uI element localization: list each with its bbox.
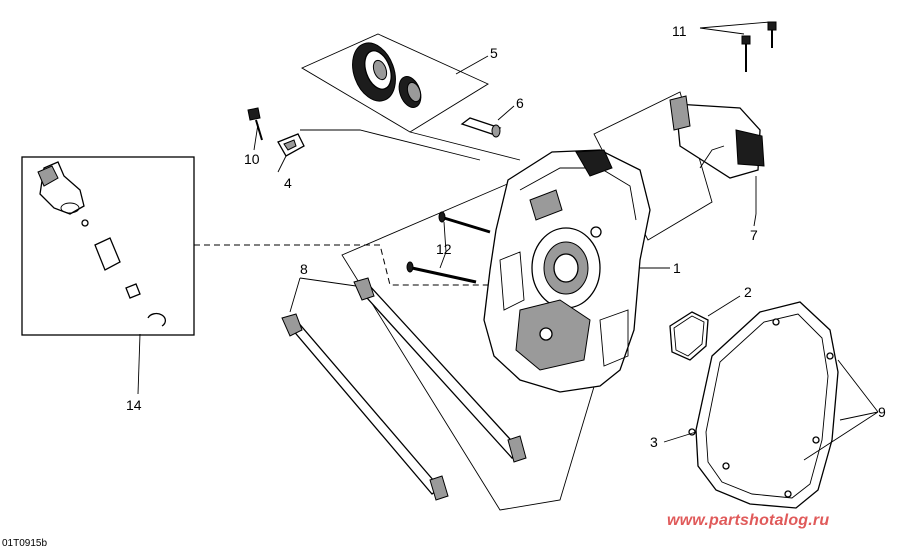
part-7-starter-motor: [669, 95, 765, 214]
callout-7: 7: [750, 227, 758, 243]
part-2-seal: [669, 311, 709, 361]
callout-3: 3: [650, 434, 658, 450]
callout-11: 11: [672, 23, 687, 39]
part-12-bolts: [406, 211, 491, 284]
callout-6: 6: [516, 95, 524, 111]
callout-12: 12: [436, 241, 452, 257]
callout-5: 5: [490, 45, 498, 61]
diagram-code: 01T0915b: [2, 538, 48, 549]
part-11-bolts: [741, 21, 777, 72]
part-4-clamp: [277, 133, 305, 157]
inset-connector-line: [194, 244, 488, 286]
part-1-crankcase: [483, 149, 651, 393]
callout-labels: 1 2 3 4 5 6 7 8 9 10 11 12 14: [126, 23, 886, 450]
callout-1: 1: [673, 260, 681, 276]
spring: [94, 237, 121, 271]
part-8-tie-rods: [281, 277, 527, 501]
inset-box-part-14: [21, 156, 195, 336]
callout-2: 2: [744, 284, 752, 300]
part-5-gear: [352, 42, 422, 108]
part-6-dowel-pin: [460, 117, 502, 138]
watermark-text: www.partshotalog.ru: [667, 512, 830, 529]
leader-lines: [137, 21, 879, 461]
callout-14: 14: [126, 397, 142, 413]
group-outline-cover: [300, 129, 521, 161]
part-3-cover-gasket: [688, 301, 839, 509]
callout-10: 10: [244, 151, 260, 167]
callout-4: 4: [284, 175, 292, 191]
part-10-bolt: [247, 107, 263, 141]
callout-9: 9: [878, 404, 886, 420]
group-outline-gear: [301, 33, 489, 133]
callout-8: 8: [300, 261, 308, 277]
